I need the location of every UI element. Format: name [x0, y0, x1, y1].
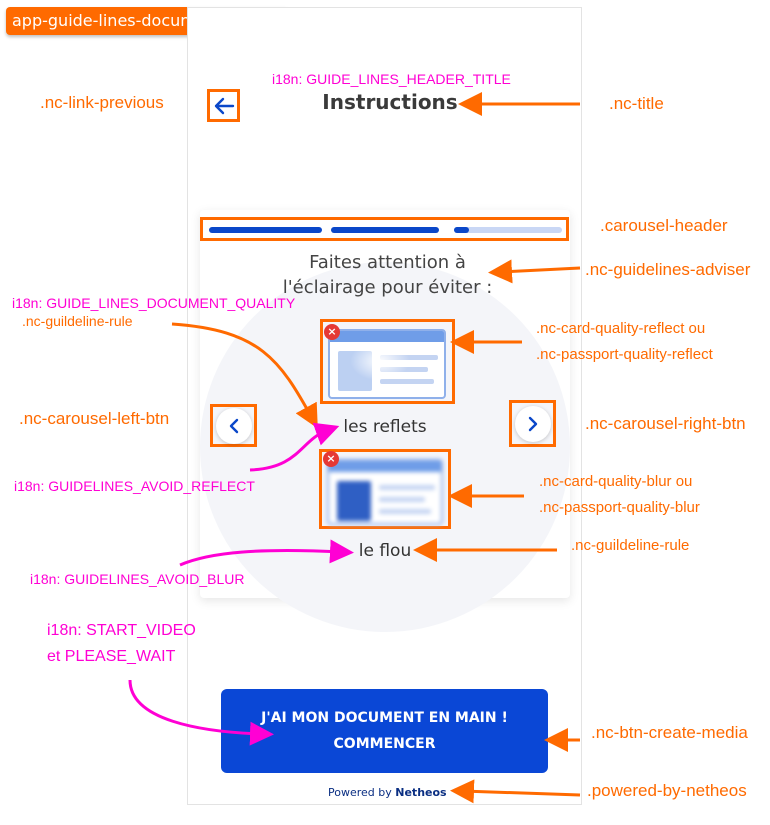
annotation-start-video-key: i18n: START_VIDEO et PLEASE_WAIT [47, 622, 196, 665]
adviser-line-1: Faites attention à [309, 252, 466, 273]
annotation-card-reflect: .nc-card-quality-reflect ou .nc-passport… [536, 320, 713, 363]
card-quality-blur: × [319, 449, 451, 529]
back-link[interactable] [207, 89, 240, 122]
annotation-document-quality-key: i18n: GUIDE_LINES_DOCUMENT_QUALITY [12, 295, 296, 311]
annotation-avoid-blur-key: i18n: GUIDELINES_AVOID_BLUR [30, 571, 245, 587]
error-close-icon: × [323, 451, 339, 467]
arrow-left-icon [214, 97, 234, 114]
page-title: Instructions [322, 90, 458, 114]
carousel-header [200, 217, 569, 241]
annotation-powered-by-netheos: .powered-by-netheos [587, 781, 747, 800]
card-quality-reflect: × [320, 319, 455, 404]
progress-segment-2 [331, 227, 439, 233]
carousel-right-button[interactable] [509, 400, 556, 447]
progress-segment-3-fill [454, 227, 470, 233]
powered-brand: Netheos [395, 786, 447, 799]
powered-prefix: Powered by [328, 786, 392, 799]
guideline-rule-blur: le flou [358, 541, 412, 561]
adviser-line-2: l'éclairage pour éviter : [282, 277, 493, 298]
annotation-guidelines-adviser: .nc-guidelines-adviser [585, 260, 751, 279]
annotation-link-previous: .nc-link-previous [40, 93, 164, 112]
carousel-background-circle [200, 262, 570, 632]
guidelines-adviser: Faites attention à l'éclairage pour évit… [270, 250, 505, 300]
progress-segment-3-track [454, 227, 562, 233]
button-line-2: COMMENCER [333, 736, 436, 752]
annotation-carousel-header: .carousel-header [600, 216, 728, 235]
annotation-carousel-right-btn: .nc-carousel-right-btn [585, 414, 746, 433]
annotation-btn-create-media: .nc-btn-create-media [591, 723, 748, 742]
guideline-rule-reflect: les reflets [343, 417, 427, 437]
annotation-avoid-reflect-key: i18n: GUIDELINES_AVOID_REFLECT [14, 478, 255, 494]
carousel-left-button[interactable] [210, 404, 257, 447]
annotation-carousel-left-btn: .nc-carousel-left-btn [19, 409, 170, 428]
powered-by-netheos[interactable]: Powered by Netheos [328, 786, 447, 799]
annotation-title-key: i18n: GUIDE_LINES_HEADER_TITLE [272, 71, 511, 87]
create-media-button[interactable]: J'AI MON DOCUMENT EN MAIN ! COMMENCER [221, 689, 548, 773]
annotation-guideline-rule-2: .nc-guildeline-rule [571, 537, 690, 554]
id-card-blurred-illustration [327, 459, 443, 525]
chevron-right-icon [528, 416, 537, 431]
annotation-title-class: .nc-title [609, 94, 664, 113]
button-line-1: J'AI MON DOCUMENT EN MAIN ! [261, 710, 508, 726]
chevron-left-icon [229, 418, 238, 433]
id-card-illustration [328, 329, 446, 399]
error-close-icon: × [324, 324, 340, 340]
annotation-card-blur: .nc-card-quality-blur ou .nc-passport-qu… [539, 473, 700, 516]
progress-segment-1 [209, 227, 322, 233]
annotation-guideline-rule-1: .nc-guildeline-rule [22, 313, 133, 329]
